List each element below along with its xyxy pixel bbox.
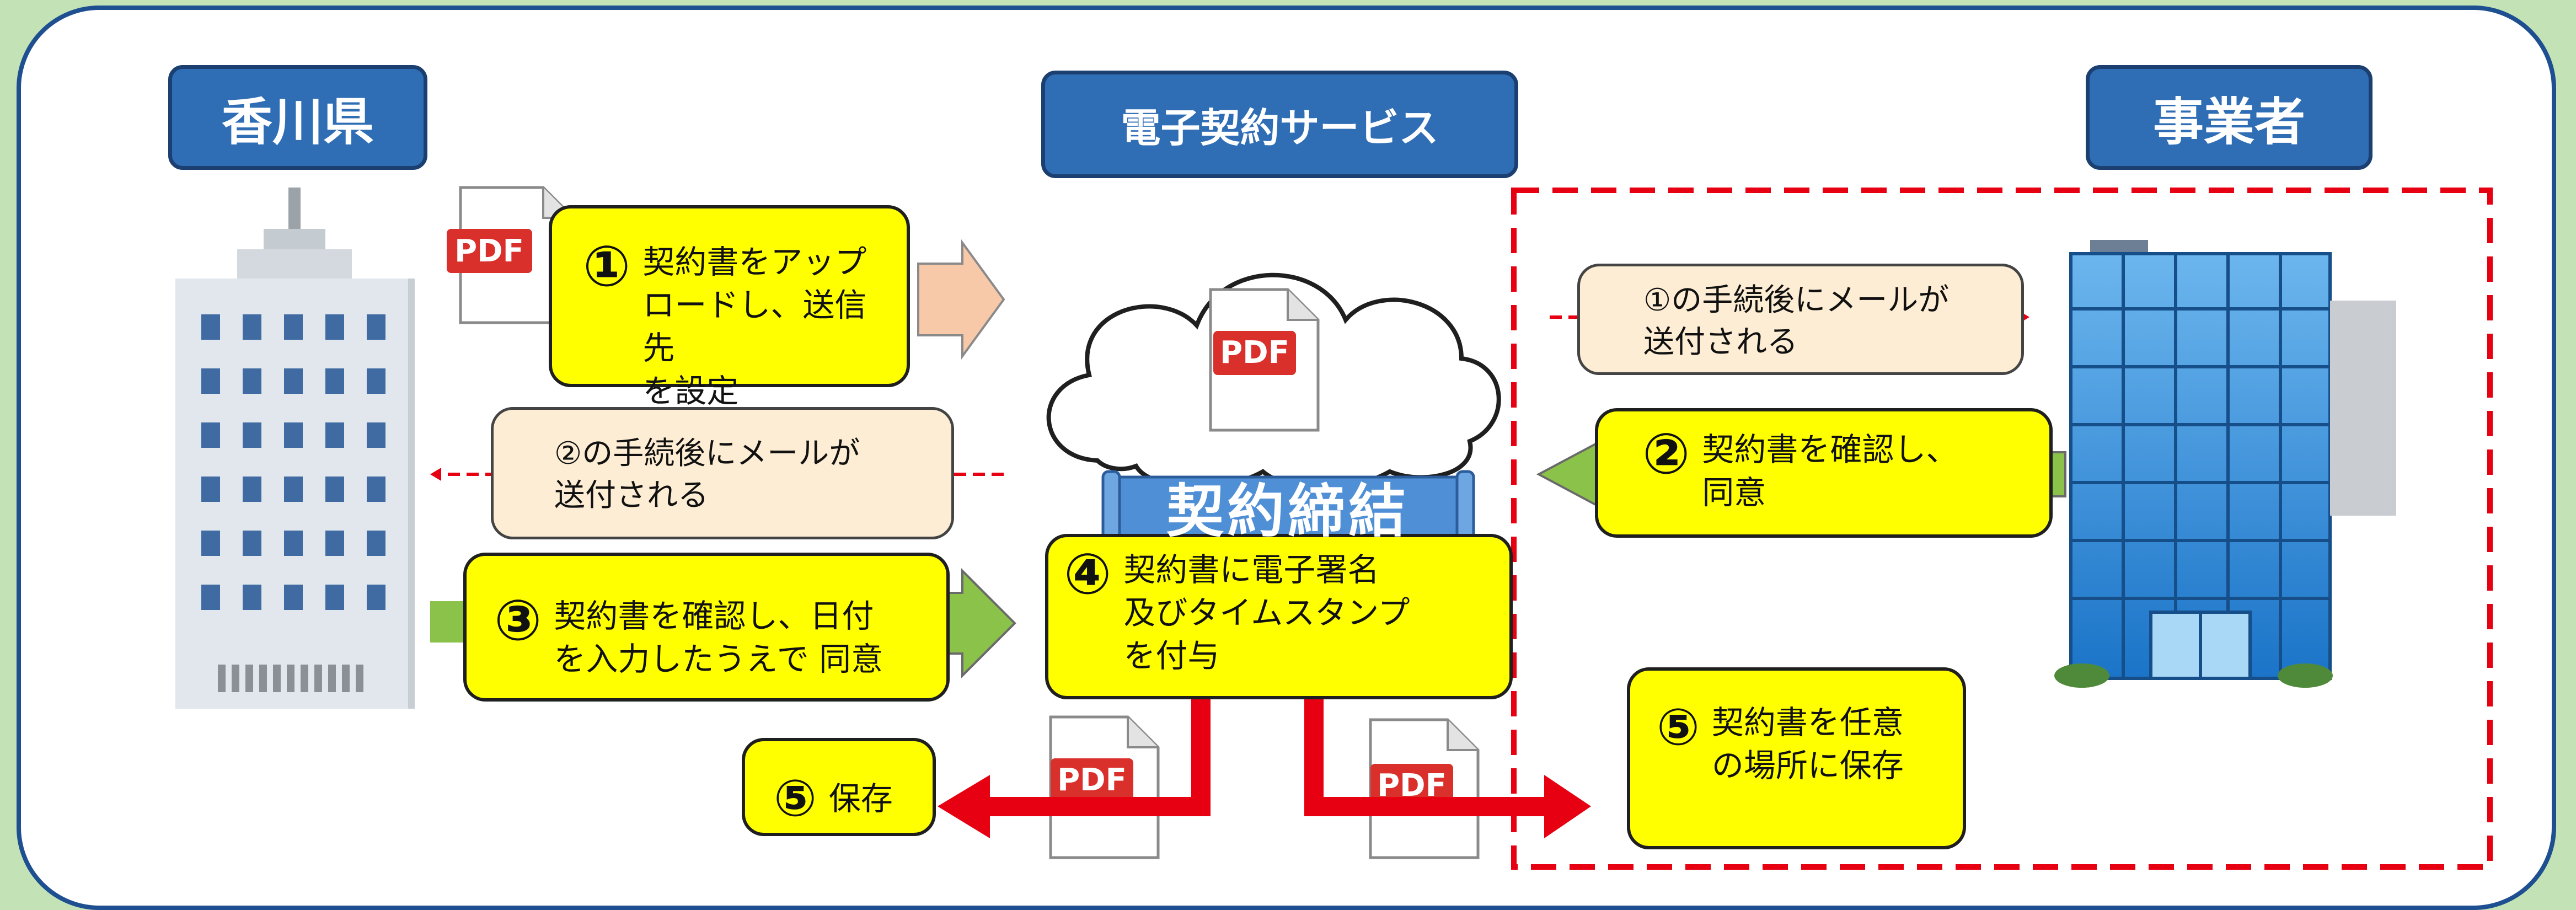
step-text: 保存 bbox=[828, 780, 893, 817]
svg-text:PDF: PDF bbox=[1057, 762, 1127, 798]
kagawa-building-icon bbox=[175, 188, 415, 709]
pdf-document-icon: PDF bbox=[1049, 715, 1160, 859]
step-text: 契約書を確認し、日付 を入力したうえで 同意 bbox=[554, 597, 883, 678]
step5-save-box: ⑤ 保存 bbox=[742, 738, 936, 836]
notice-text: ①の手続後にメールが 送付される bbox=[1643, 282, 1950, 360]
pdf-document-icon: PDF bbox=[1209, 288, 1320, 432]
kagawa-header: 香川県 bbox=[168, 65, 427, 170]
save-arrow-right bbox=[1304, 692, 1591, 838]
step1-notice-box: ①の手続後にメールが 送付される bbox=[1577, 264, 2024, 375]
business-building-icon bbox=[2054, 240, 2396, 688]
step-text: 契約書を確認し、 同意 bbox=[1702, 431, 1958, 511]
step1-box: ① 契約書をアップ ロードし、送信先 を設定 bbox=[549, 205, 910, 410]
svg-text:PDF: PDF bbox=[1220, 335, 1289, 371]
step-text: 契約書をアップ ロードし、送信先 を設定 bbox=[642, 243, 867, 410]
step-number: ③ bbox=[494, 588, 542, 654]
arrow-right-icon bbox=[942, 568, 1016, 678]
step2-box: ② 契約書を確認し、 同意 bbox=[1595, 408, 2053, 538]
arrow-left-icon bbox=[430, 468, 441, 481]
step-number: ① bbox=[583, 234, 631, 299]
step-number: ⑤ bbox=[1657, 698, 1700, 757]
step-text: 契約書を任意 の場所に保存 bbox=[1711, 704, 1904, 784]
notice-text: ②の手続後にメールが 送付される bbox=[554, 436, 860, 513]
step-number: ② bbox=[1642, 421, 1690, 487]
pdf-document-icon: PDF bbox=[1369, 718, 1480, 859]
step-number: ④ bbox=[1064, 542, 1112, 607]
business-header: 事業者 bbox=[2086, 65, 2373, 170]
step2-notice-box: ②の手続後にメールが 送付される bbox=[491, 407, 954, 539]
service-header: 電子契約サービス bbox=[1041, 71, 1518, 178]
business-area-border bbox=[1511, 188, 2493, 870]
svg-text:PDF: PDF bbox=[454, 233, 524, 269]
contract-banner-label: 契約締結 bbox=[1166, 478, 1409, 545]
arrow-right-icon bbox=[430, 601, 469, 643]
step4-box: ④ 契約書に電子署名 及びタイムスタンプ を付与 bbox=[1045, 534, 1513, 699]
step5-store-box: ⑤ 契約書を任意 の場所に保存 bbox=[1627, 667, 1966, 849]
step-text: 契約書に電子署名 及びタイムスタンプ を付与 bbox=[1123, 551, 1410, 675]
contract-banner bbox=[1101, 470, 1475, 545]
step3-box: ③ 契約書を確認し、日付 を入力したうえで 同意 bbox=[463, 553, 950, 702]
arrow-right-icon bbox=[917, 239, 1005, 360]
diagram-artwork: PDF PDF PDF PDF bbox=[175, 186, 2493, 870]
save-arrow-left bbox=[938, 692, 1211, 838]
step-number: ⑤ bbox=[774, 769, 817, 828]
diagram-canvas: PDF PDF PDF PDF bbox=[17, 6, 2556, 910]
